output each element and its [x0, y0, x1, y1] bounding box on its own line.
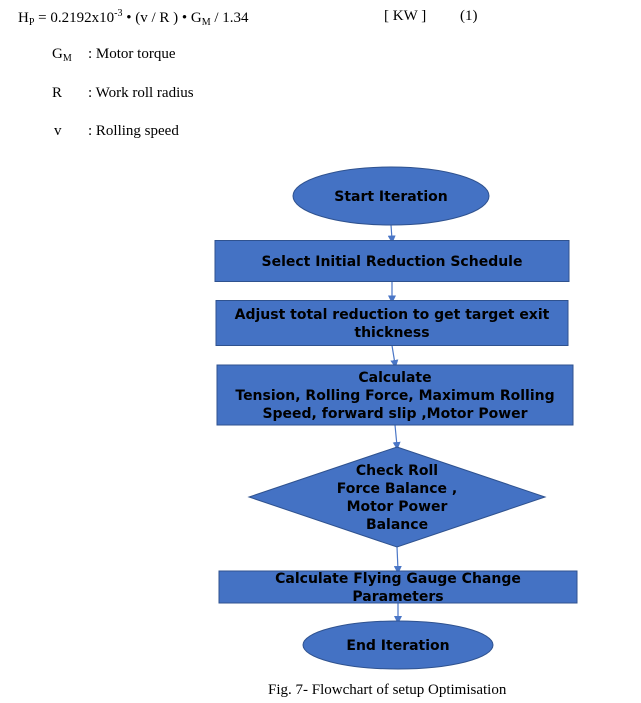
end-iteration-node: End Iteration	[302, 620, 494, 670]
start-iteration-node: Start Iteration	[292, 166, 490, 226]
flow-arrow	[393, 546, 402, 574]
adjust-total-reduction-node-shape	[215, 300, 569, 346]
legend-desc-gm: : Motor torque	[88, 46, 176, 62]
calculate-flying-gauge-node-shape	[218, 570, 578, 604]
check-balance-decision-node-label-line: Force Balance ,	[337, 481, 458, 497]
check-balance-decision-node-label-line: Check Roll	[356, 463, 438, 479]
check-balance-decision-node-shape	[247, 446, 547, 548]
check-balance-decision-node-label-line: Balance	[366, 517, 428, 533]
calculate-tension-node-shape	[216, 364, 574, 426]
calculate-tension-node-label-line: Tension, Rolling Force, Maximum Rolling	[235, 388, 554, 404]
select-reduction-schedule-node: Select Initial Reduction Schedule	[214, 240, 570, 282]
select-reduction-schedule-node-label-line: Select Initial Reduction Schedule	[262, 254, 523, 270]
end-iteration-node-label-line: End Iteration	[346, 638, 449, 654]
formula-equation: HP = 0.2192x10-3 • (v / R ) • GM / 1.34	[18, 8, 249, 28]
legend-symbol-r: R	[52, 85, 63, 101]
formula-number: (1)	[460, 8, 478, 24]
calculate-tension-node-label-line: Speed, forward slip ,Motor Power	[262, 406, 527, 422]
calculate-flying-gauge-node-label-line: Calculate Flying Gauge Change	[275, 571, 521, 587]
check-balance-decision-node-label-line: Motor Power	[347, 499, 448, 515]
legend-symbol-gm: GM	[52, 46, 72, 64]
flow-arrow	[392, 424, 401, 450]
calculate-tension-node-label-line: Calculate	[358, 370, 431, 386]
select-reduction-schedule-node-shape	[214, 240, 570, 282]
flow-arrow	[390, 345, 399, 368]
flow-arrow	[387, 224, 396, 244]
adjust-total-reduction-node: Adjust total reduction to get target exi…	[215, 300, 569, 346]
start-iteration-node-label-line: Start Iteration	[334, 189, 448, 205]
legend-desc-r: : Work roll radius	[88, 85, 194, 101]
flowchart-connectors	[387, 224, 402, 624]
formula-unit: [ KW ]	[384, 8, 427, 24]
adjust-total-reduction-node-label-line: thickness	[354, 325, 429, 341]
legend-desc-v: : Rolling speed	[88, 123, 179, 139]
end-iteration-node-shape	[302, 620, 494, 670]
legend-symbol-v: v	[54, 123, 62, 139]
start-iteration-node-shape	[292, 166, 490, 226]
adjust-total-reduction-node-label-line: Adjust total reduction to get target exi…	[235, 307, 550, 323]
calculate-flying-gauge-node-label-line: Parameters	[352, 589, 443, 605]
